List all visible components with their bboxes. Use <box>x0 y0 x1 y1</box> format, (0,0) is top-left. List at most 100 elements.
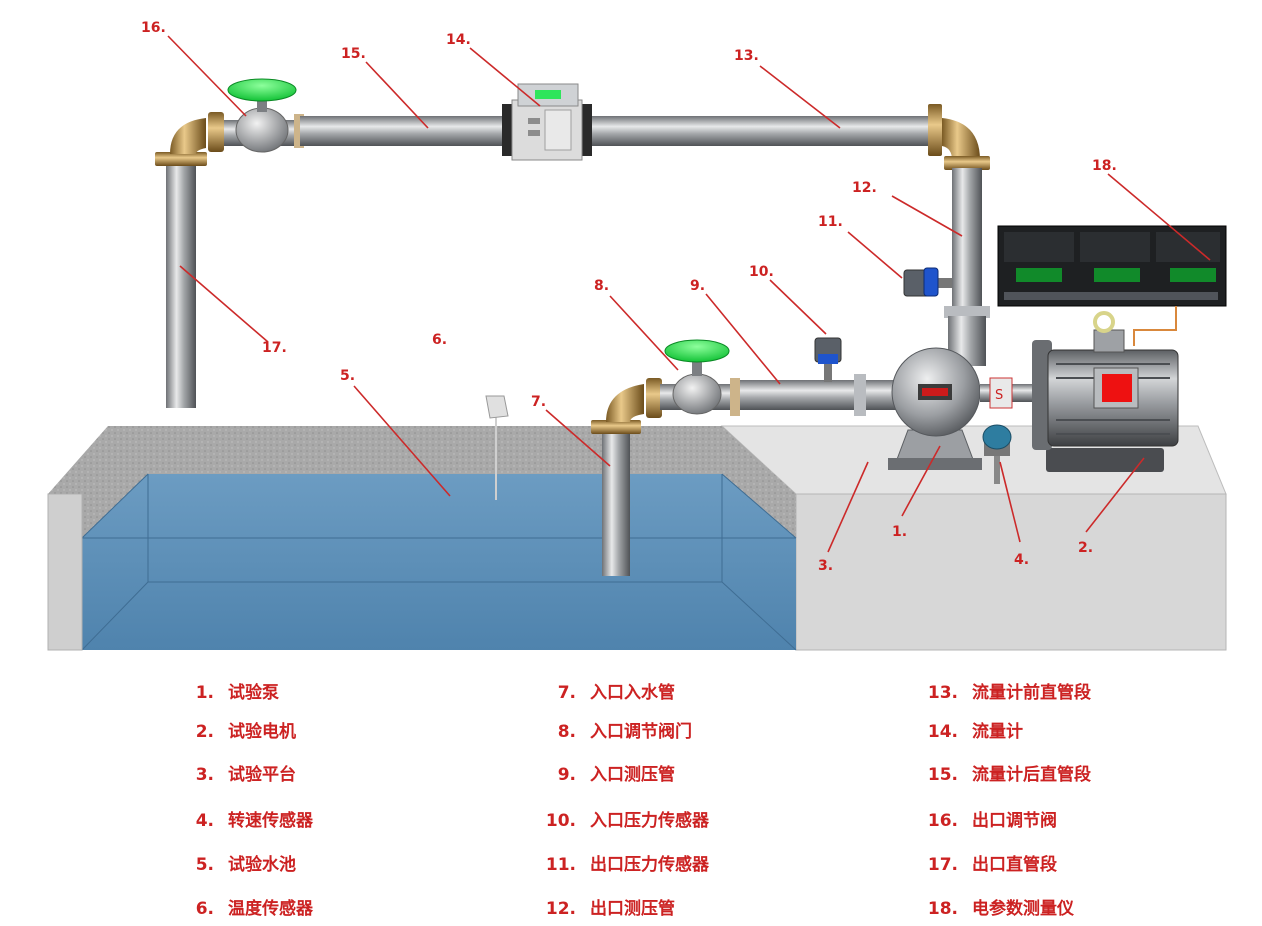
legend-text: 电参数测量仪 <box>972 899 1074 919</box>
legend-number: 6. <box>195 899 214 919</box>
legend-text: 试验水池 <box>228 855 296 875</box>
pool-water <box>81 473 797 651</box>
callout-13: 13. <box>734 48 759 64</box>
legend-item: 2. 试验电机 <box>170 717 296 742</box>
callout-17: 17. <box>262 340 287 356</box>
legend-text: 入口调节阀门 <box>590 722 692 742</box>
legend-number: 16. <box>927 811 958 831</box>
motor-panel <box>1102 374 1132 402</box>
legend-text: 试验平台 <box>228 765 296 785</box>
legend-number: 14. <box>927 722 958 742</box>
legend-text: 转速传感器 <box>228 811 313 831</box>
pipe-before-flowmeter <box>592 104 942 156</box>
callout-4: 4. <box>1014 552 1029 568</box>
callout-3: 3. <box>818 558 833 574</box>
callout-5: 5. <box>340 368 355 384</box>
inlet-pressure-sensor <box>814 337 842 382</box>
legend-number: 3. <box>195 765 214 785</box>
legend-item: 17. 出口直管段 <box>914 850 1057 875</box>
callout-7: 7. <box>531 394 546 410</box>
legend-number: 4. <box>195 811 214 831</box>
legend-number: 9. <box>557 765 576 785</box>
legend-item: 3. 试验平台 <box>170 760 296 785</box>
inlet-pressure-pipe <box>740 374 902 416</box>
legend-text: 温度传感器 <box>228 899 313 919</box>
callout-15: 15. <box>341 46 366 62</box>
callout-labels: 16. 15. 14. 13. 12. 11. 10. 9. 8. 7. 6. … <box>141 20 1117 574</box>
legend-item: 12. 出口测压管 <box>532 894 675 919</box>
legend-item: 16. 出口调节阀 <box>914 806 1057 831</box>
callout-6: 6. <box>432 332 447 348</box>
legend-item: 1. 试验泵 <box>170 678 279 703</box>
callout-11: 11. <box>818 214 843 230</box>
legend-item: 5. 试验水池 <box>170 850 296 875</box>
legend-item: 10. 入口压力传感器 <box>532 806 709 831</box>
legend-text: 试验泵 <box>228 683 279 703</box>
outlet-pressure-sensor <box>903 267 952 297</box>
legend-text: 流量计前直管段 <box>972 683 1091 703</box>
inlet-valve <box>646 339 740 418</box>
legend-number: 5. <box>195 855 214 875</box>
legend-text: 流量计 <box>972 722 1023 742</box>
legend-text: 试验电机 <box>228 722 296 742</box>
legend-text: 入口入水管 <box>590 683 675 703</box>
test-pump <box>888 347 982 470</box>
callout-12: 12. <box>852 180 877 196</box>
legend-item: 9. 入口测压管 <box>532 760 675 785</box>
callout-8: 8. <box>594 278 609 294</box>
legend-text: 入口测压管 <box>590 765 675 785</box>
valve-handle <box>227 78 297 102</box>
legend-item: 7. 入口入水管 <box>532 678 675 703</box>
legend-number: 11. <box>545 855 576 875</box>
legend-number: 1. <box>195 683 214 703</box>
callout-16: 16. <box>141 20 166 36</box>
valve-handle <box>664 339 730 363</box>
legend-text: 入口压力传感器 <box>590 811 709 831</box>
legend-number: 12. <box>545 899 576 919</box>
legend-text: 流量计后直管段 <box>972 765 1091 785</box>
legend-number: 18. <box>927 899 958 919</box>
legend-number: 2. <box>195 722 214 742</box>
speed-sensor <box>982 424 1012 484</box>
legend-number: 17. <box>927 855 958 875</box>
pump-shaft-coupling: S <box>980 377 1034 409</box>
callout-1: 1. <box>892 524 907 540</box>
outlet-straight-pipe <box>155 152 207 408</box>
legend-item: 14. 流量计 <box>914 717 1023 742</box>
temperature-sensor <box>485 395 509 500</box>
legend-text: 出口直管段 <box>972 855 1057 875</box>
electrical-parameter-meter <box>997 225 1227 346</box>
legend-number: 15. <box>927 765 958 785</box>
pipe-after-flowmeter <box>300 116 512 146</box>
elbow-left <box>170 118 206 154</box>
legend-number: 13. <box>927 683 958 703</box>
legend-item: 13. 流量计前直管段 <box>914 678 1091 703</box>
callout-18: 18. <box>1092 158 1117 174</box>
legend-text: 出口压力传感器 <box>590 855 709 875</box>
flowmeter <box>502 83 592 161</box>
legend-number: 7. <box>557 683 576 703</box>
legend-text: 出口调节阀 <box>972 811 1057 831</box>
legend-number: 10. <box>545 811 576 831</box>
callout-9: 9. <box>690 278 705 294</box>
legend-item: 15. 流量计后直管段 <box>914 760 1091 785</box>
outlet-valve <box>208 78 304 153</box>
legend-number: 8. <box>557 722 576 742</box>
svg-text:S: S <box>995 388 1003 403</box>
legend-item: 8. 入口调节阀门 <box>532 717 692 742</box>
callout-14: 14. <box>446 32 471 48</box>
test-motor <box>1032 311 1179 472</box>
legend-item: 11. 出口压力传感器 <box>532 850 709 875</box>
legend-item: 6. 温度传感器 <box>170 894 313 919</box>
inlet-water-pipe <box>591 384 644 576</box>
test-pool <box>47 426 797 651</box>
callout-2: 2. <box>1078 540 1093 556</box>
outlet-pressure-pipe <box>944 168 990 366</box>
leader-lines <box>167 35 1211 553</box>
callout-10: 10. <box>749 264 774 280</box>
legend-item: 4. 转速传感器 <box>170 806 313 831</box>
legend-item: 18. 电参数测量仪 <box>914 894 1074 919</box>
elbow-right <box>942 118 990 170</box>
legend-text: 出口测压管 <box>590 899 675 919</box>
